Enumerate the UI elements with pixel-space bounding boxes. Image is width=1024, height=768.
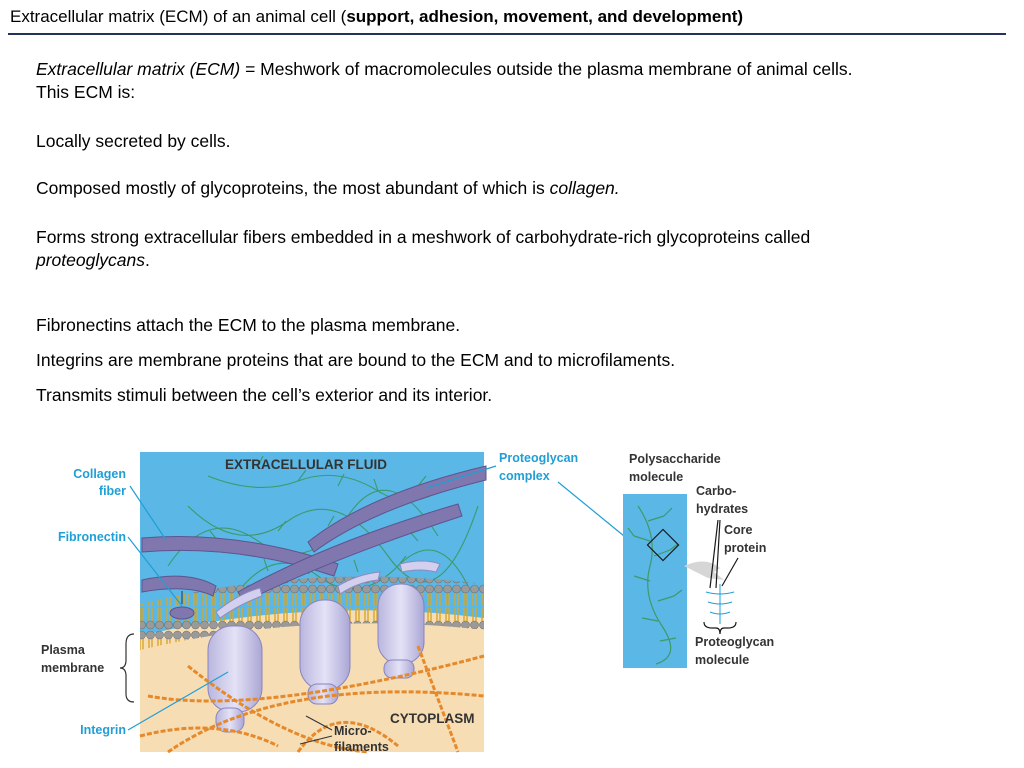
collagen-fiber-label-2: fiber xyxy=(99,484,126,498)
carbohydrates-label-1: Carbo- xyxy=(696,484,736,498)
slide-title: Extracellular matrix (ECM) of an animal … xyxy=(10,7,744,26)
plasma-membrane-label-2: membrane xyxy=(41,661,104,675)
integrin-label: Integrin xyxy=(80,723,126,737)
core-protein-label-2: protein xyxy=(724,541,766,555)
point-secreted: Locally secreted by cells. xyxy=(36,131,231,151)
fibronectin-label: Fibronectin xyxy=(58,530,126,544)
fibronectin-leader xyxy=(127,536,183,607)
proteoglycan-complex-leader-left xyxy=(425,465,497,489)
membrane-bracket xyxy=(119,633,135,703)
fibronectin-segments xyxy=(215,560,441,619)
plasma-membrane-label-1: Plasma xyxy=(41,643,86,657)
point-fibers: Forms strong extracellular fibers embedd… xyxy=(36,227,811,270)
extracellular-fluid-label: EXTRACELLULAR FLUID xyxy=(225,457,387,472)
point-integrins: Integrins are membrane proteins that are… xyxy=(36,350,676,370)
point-fibronectins: Fibronectins attach the ECM to the plasm… xyxy=(36,315,461,335)
microfilaments-label-2: filaments xyxy=(334,740,389,754)
definition-line2: This ECM is: xyxy=(36,82,136,102)
point-transmits: Transmits stimuli between the cell’s ext… xyxy=(36,385,493,405)
proteoglycan-molecule-label-1: Proteoglycan xyxy=(695,635,774,649)
fibronectin-blob xyxy=(169,606,195,620)
polysaccharide-strand xyxy=(627,505,683,665)
core-protein-label-1: Core xyxy=(724,523,753,537)
proteoglycan-complex-label-2: complex xyxy=(499,469,550,483)
proteoglycans-term: proteoglycans xyxy=(36,250,145,270)
core-protein-leader xyxy=(721,557,739,587)
ecm-main-panel: EXTRACELLULAR FLUID CYTOPLASM xyxy=(139,452,487,754)
proteoglycan-complex-label-1: Proteoglycan xyxy=(499,451,578,465)
microfilament-leader-2 xyxy=(299,735,333,745)
definition-text: = Meshwork of macromolecules outside the… xyxy=(240,59,853,79)
ecm-diagram: EXTRACELLULAR FLUID CYTOPLASM Collagen f… xyxy=(41,451,774,754)
microfilaments-label-1: Micro- xyxy=(334,724,372,738)
cytoplasm-label: CYTOPLASM xyxy=(390,711,475,726)
point-composed: Composed mostly of glycoproteins, the mo… xyxy=(36,178,620,198)
microfilament-leader-1 xyxy=(305,715,333,731)
carbohydrates-leader xyxy=(709,519,721,589)
collagen-term: collagen. xyxy=(549,178,620,198)
proteoglycan-molecule-drawing xyxy=(705,584,735,624)
collagen-fiber-label-1: Collagen xyxy=(73,467,126,481)
carbohydrates-label-2: hydrates xyxy=(696,502,748,516)
zoom-arrow xyxy=(684,561,724,580)
definition-paragraph: Extracellular matrix (ECM) = Meshwork of… xyxy=(36,58,852,104)
definition-term: Extracellular matrix (ECM) xyxy=(36,59,241,79)
collagen-leader xyxy=(129,485,167,541)
polysaccharide-label-2: molecule xyxy=(629,470,683,484)
integrin-right xyxy=(377,583,425,665)
polysaccharide-label-1: Polysaccharide xyxy=(629,452,721,466)
proteoglycan-molecule-label-2: molecule xyxy=(695,653,749,667)
title-divider xyxy=(8,33,1006,35)
zoom-box xyxy=(646,528,680,562)
integrin-leader xyxy=(127,671,229,731)
proteoglycan-detail-panel: Polysaccharide molecule Carbo- hydrates … xyxy=(623,452,774,668)
integrin-left-tail xyxy=(215,707,245,733)
integrin-middle xyxy=(299,599,351,691)
left-labels: Collagen fiber Fibronectin Plasma membra… xyxy=(41,467,229,737)
proteoglycan-complex-closeup xyxy=(623,494,687,668)
molecule-brace xyxy=(703,621,737,635)
collagen-fibers xyxy=(141,465,487,603)
proteoglycan-complex-leader-right xyxy=(557,481,625,537)
